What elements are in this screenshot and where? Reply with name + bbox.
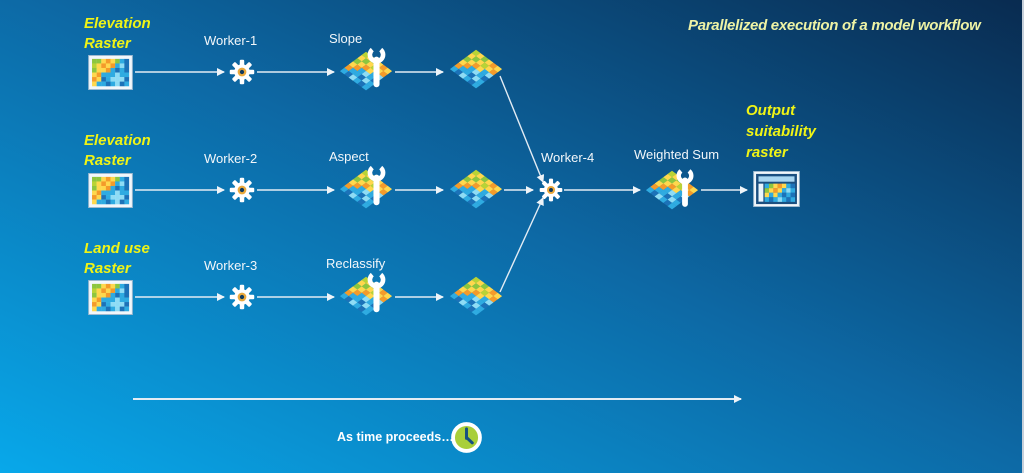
result-raster-icon bbox=[449, 276, 503, 316]
worker1-gear-icon bbox=[229, 59, 255, 85]
output-raster-icon bbox=[753, 171, 800, 207]
connector-lines bbox=[133, 68, 748, 403]
connector bbox=[499, 75, 545, 183]
label-line: Raster bbox=[84, 260, 131, 277]
weighted-sum-label: Weighted Sum bbox=[634, 147, 720, 162]
label-line: raster bbox=[746, 144, 788, 161]
worker3-gear-icon bbox=[229, 284, 255, 310]
worker1-label: Worker-1 bbox=[204, 33, 258, 48]
input-raster-icon bbox=[88, 280, 133, 315]
connector bbox=[499, 197, 544, 293]
worker3-label: Worker-3 bbox=[204, 258, 258, 273]
label-line: Land use bbox=[84, 240, 150, 257]
timeline-label: As time proceeds… bbox=[337, 430, 454, 444]
label-line: Elevation bbox=[84, 132, 151, 149]
window-edge bbox=[1022, 0, 1024, 473]
tool-label-aspect: Aspect bbox=[329, 149, 369, 164]
label-line: Output bbox=[746, 102, 796, 119]
clock-icon bbox=[451, 422, 482, 453]
worker2-label: Worker-2 bbox=[204, 151, 258, 166]
tool-label-reclassify: Reclassify bbox=[326, 256, 386, 271]
label-line: Raster bbox=[84, 152, 131, 169]
result-raster-icon bbox=[449, 169, 503, 209]
result-raster-icon bbox=[449, 49, 503, 89]
label-line: Raster bbox=[84, 35, 131, 52]
label-line: suitability bbox=[746, 123, 817, 140]
output-label: Output suitability raster bbox=[746, 100, 816, 163]
slide-title: Parallelized execution of a model workfl… bbox=[688, 17, 981, 34]
label-line: Elevation bbox=[84, 15, 151, 32]
input-raster-icon bbox=[88, 55, 133, 90]
worker4-gear-icon bbox=[539, 178, 563, 202]
tool-label-slope: Slope bbox=[329, 31, 363, 46]
worker4-label: Worker-4 bbox=[541, 150, 595, 165]
worker2-gear-icon bbox=[229, 177, 255, 203]
input-raster-icon bbox=[88, 173, 133, 208]
